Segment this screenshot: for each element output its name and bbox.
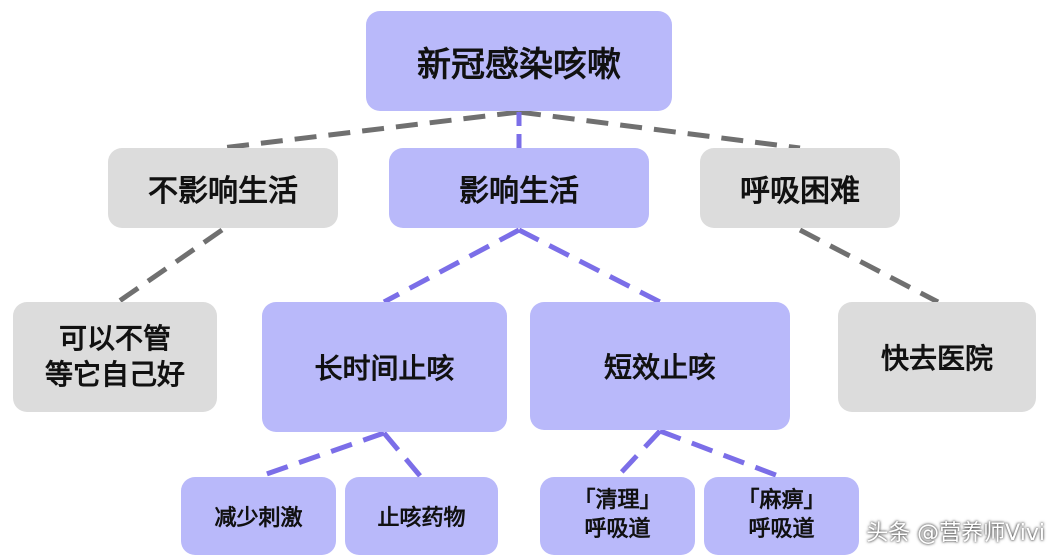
node-numb-airway: 「麻痹」 呼吸道 <box>704 477 859 555</box>
node-reduce-irritation: 减少刺激 <box>181 477 336 555</box>
node-affect-life: 影响生活 <box>389 148 649 228</box>
node-long-term-suppress-label: 长时间止咳 <box>314 352 455 385</box>
node-ignore-line2: 等它自己好 <box>44 358 185 391</box>
edge-not-affect-ignore <box>116 227 224 305</box>
node-short-term-suppress-label: 短效止咳 <box>603 351 716 384</box>
node-breathing-difficulty-label: 呼吸困难 <box>740 174 860 209</box>
node-breathing-difficulty: 呼吸困难 <box>700 148 900 228</box>
edge-root-breathing <box>518 109 801 151</box>
node-ignore-line1: 可以不管 <box>58 321 171 355</box>
node-ignore: 可以不管 等它自己好 <box>13 302 217 412</box>
edge-short-numb <box>659 428 782 480</box>
edge-short-clean <box>615 429 662 479</box>
node-reduce-irritation-label: 减少刺激 <box>214 506 303 531</box>
watermark: 头条 @营养师Vivi <box>866 521 1045 546</box>
edge-affect-short <box>517 227 662 305</box>
node-go-hospital-label: 快去医院 <box>880 342 993 375</box>
node-long-term-suppress: 长时间止咳 <box>262 302 507 432</box>
node-go-hospital: 快去医院 <box>838 302 1036 412</box>
node-clean-airway-line2: 呼吸道 <box>584 517 651 542</box>
node-cough-medicine: 止咳药物 <box>345 477 498 555</box>
edge-affect-long <box>382 227 521 305</box>
edge-long-reduce <box>257 430 385 480</box>
node-affect-life-label: 影响生活 <box>459 174 579 209</box>
node-short-term-suppress: 短效止咳 <box>530 302 790 430</box>
edge-breathing-hospital <box>798 227 940 305</box>
node-cough-medicine-label: 止咳药物 <box>377 506 466 531</box>
node-numb-airway-line2: 呼吸道 <box>748 517 815 542</box>
node-clean-airway-line1: 「清理」 <box>573 488 662 514</box>
node-not-affect-life-label: 不影响生活 <box>148 174 298 209</box>
node-not-affect-life: 不影响生活 <box>108 148 338 228</box>
node-clean-airway: 「清理」 呼吸道 <box>540 477 695 555</box>
root-label: 新冠感染咳嗽 <box>417 44 621 85</box>
edge-root-not-affect <box>221 109 520 151</box>
root-node: 新冠感染咳嗽 <box>366 11 672 111</box>
edge-long-medicine <box>382 431 423 479</box>
node-numb-airway-line1: 「麻痹」 <box>737 488 826 514</box>
